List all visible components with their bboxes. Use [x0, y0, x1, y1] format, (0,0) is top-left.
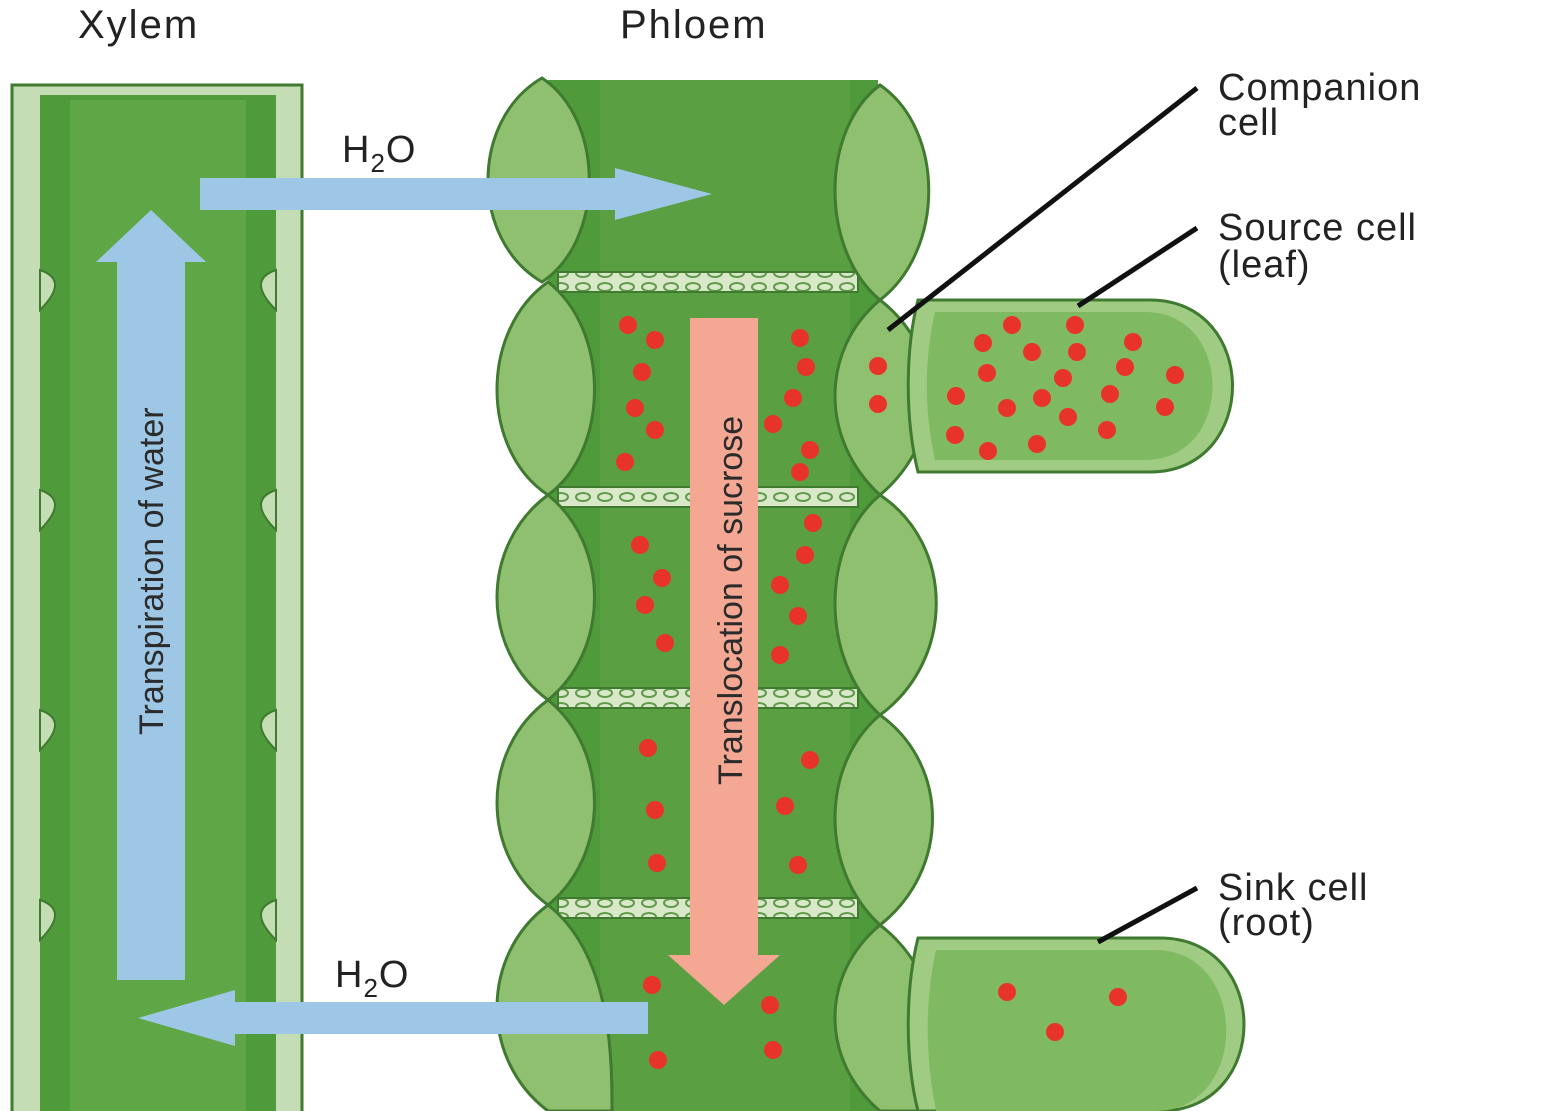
source-cell-pointer	[1078, 228, 1197, 306]
sink-cell-label: Sink cell (root)	[1218, 867, 1380, 944]
h2o-label-top: H2O	[342, 129, 416, 178]
transpiration-label: Transpiration of water	[133, 407, 171, 735]
sink-cell-pointer	[1098, 888, 1197, 942]
companion-cell-pointer	[888, 88, 1197, 330]
sieve-plate	[558, 272, 858, 292]
source-cell	[908, 300, 1232, 472]
h2o-label-bottom: H2O	[335, 954, 409, 1003]
source-cell-label: Source cell (leaf)	[1218, 207, 1429, 286]
sink-cell	[908, 938, 1244, 1111]
companion-cell-label: Companion cell	[1218, 67, 1433, 144]
xylem-title: Xylem	[78, 3, 199, 47]
phloem-title: Phloem	[620, 3, 768, 47]
translocation-label: Translocation of sucrose	[712, 416, 750, 785]
